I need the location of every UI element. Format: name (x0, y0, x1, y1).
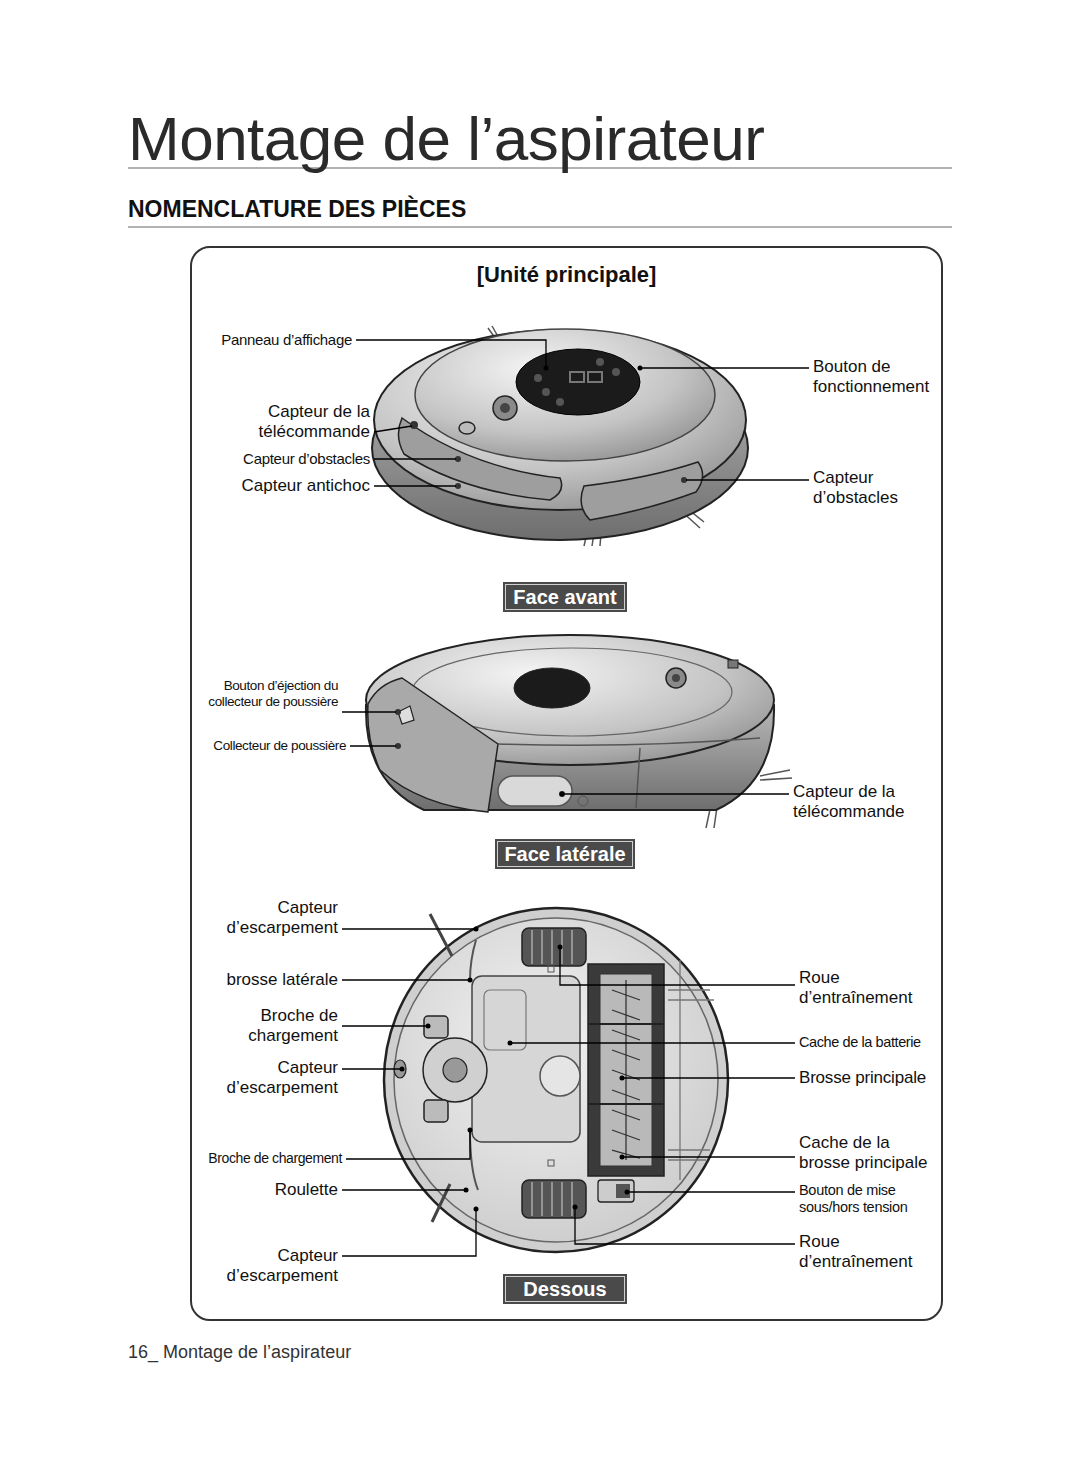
heading-rule (128, 226, 952, 227)
part-label: Capteur de la télécommande (220, 402, 370, 443)
section-heading: NOMENCLATURE DES PIÈCES (128, 196, 928, 224)
panel-heading: [Unité principale] (192, 262, 941, 288)
page-title: Montage de l’aspirateur (128, 108, 764, 170)
tag-text: Face latérale (504, 843, 625, 865)
tag-text: Dessous (523, 1278, 606, 1300)
part-label: Roue d’entraînement (799, 1232, 939, 1273)
part-label: brosse latérale (198, 970, 338, 990)
view-tag: Face latérale (495, 839, 635, 869)
part-label: Roulette (198, 1180, 338, 1200)
part-label: Bouton de fonctionnement (813, 357, 941, 398)
leader-dots (400, 366, 643, 1212)
part-label: Capteur d’escarpement (198, 898, 338, 939)
page-footer: 16_ Montage de l’aspirateur (128, 1342, 628, 1364)
part-label: Bouton de mise sous/hors tension (799, 1182, 939, 1217)
front-view (372, 326, 748, 546)
part-label: Cache de la batterie (799, 1034, 941, 1051)
part-label: Capteur antichoc (200, 476, 370, 496)
view-tag: Dessous (503, 1274, 627, 1304)
part-label: Bouton d’éjection du collecteur de pouss… (196, 678, 338, 710)
part-label: Broche de chargement (192, 1150, 342, 1167)
part-label: Capteur d’obstacles (813, 468, 933, 509)
part-label: Cache de la brosse principale (799, 1133, 939, 1174)
leader-lines (342, 340, 809, 1256)
part-label: Capteur d’obstacles (200, 450, 370, 468)
part-label: Brosse principale (799, 1068, 942, 1088)
bottom-view (384, 908, 728, 1252)
tag-text: Face avant (513, 586, 616, 608)
part-label: Broche de chargement (198, 1006, 338, 1047)
part-label: Panneau d’affichage (182, 331, 352, 349)
part-label: Collecteur de poussière (196, 738, 346, 754)
side-view (366, 635, 792, 828)
part-label: Capteur de la télécommande (793, 782, 933, 823)
part-label: Capteur d’escarpement (198, 1246, 338, 1287)
part-label: Roue d’entraînement (799, 968, 939, 1009)
view-tag: Face avant (503, 582, 627, 612)
part-label: Capteur d’escarpement (198, 1058, 338, 1099)
